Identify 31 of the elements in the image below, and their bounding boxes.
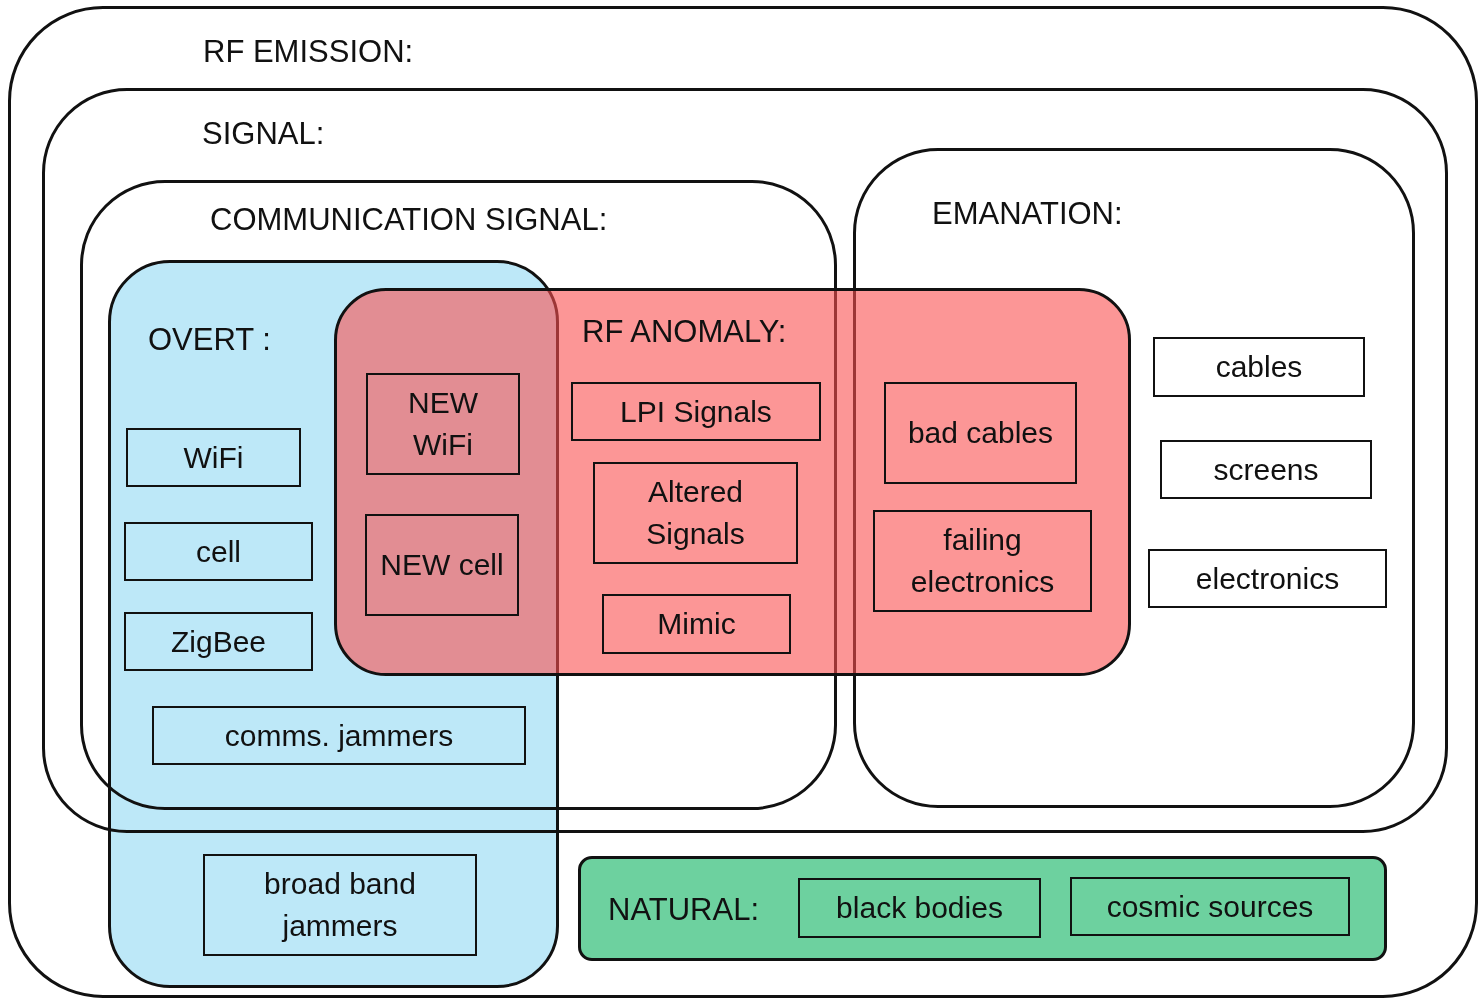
- category-item: cell: [124, 522, 313, 581]
- category-region: [108, 260, 559, 988]
- category-item: WiFi: [126, 428, 301, 487]
- category-item: LPI Signals: [571, 382, 821, 441]
- region-title: RF EMISSION:: [203, 33, 414, 71]
- category-item: bad cables: [884, 382, 1077, 484]
- category-item: cables: [1153, 337, 1365, 397]
- category-region: [42, 88, 1448, 833]
- category-item: NEW cell: [365, 514, 519, 616]
- category-region: [578, 856, 1387, 961]
- category-region: [853, 148, 1415, 808]
- region-title: RF ANOMALY:: [582, 313, 787, 351]
- category-item: comms. jammers: [152, 706, 526, 765]
- region-title: EMANATION:: [932, 195, 1123, 233]
- region-title: OVERT :: [148, 321, 271, 359]
- category-item: Mimic: [602, 594, 791, 654]
- region-title: SIGNAL:: [202, 115, 325, 153]
- category-item: failing electronics: [873, 510, 1092, 612]
- category-region: [80, 180, 837, 810]
- category-item: screens: [1160, 440, 1372, 499]
- category-item: electronics: [1148, 549, 1387, 608]
- region-title: COMMUNICATION SIGNAL:: [210, 201, 608, 239]
- category-region: [334, 288, 1131, 676]
- category-item: NEW WiFi: [366, 373, 520, 475]
- category-item: Altered Signals: [593, 462, 798, 564]
- category-item: cosmic sources: [1070, 877, 1350, 936]
- category-item: broad band jammers: [203, 854, 477, 956]
- category-item: ZigBee: [124, 612, 313, 671]
- region-title: NATURAL:: [608, 891, 759, 929]
- category-region: [8, 6, 1478, 998]
- category-item: black bodies: [798, 878, 1041, 938]
